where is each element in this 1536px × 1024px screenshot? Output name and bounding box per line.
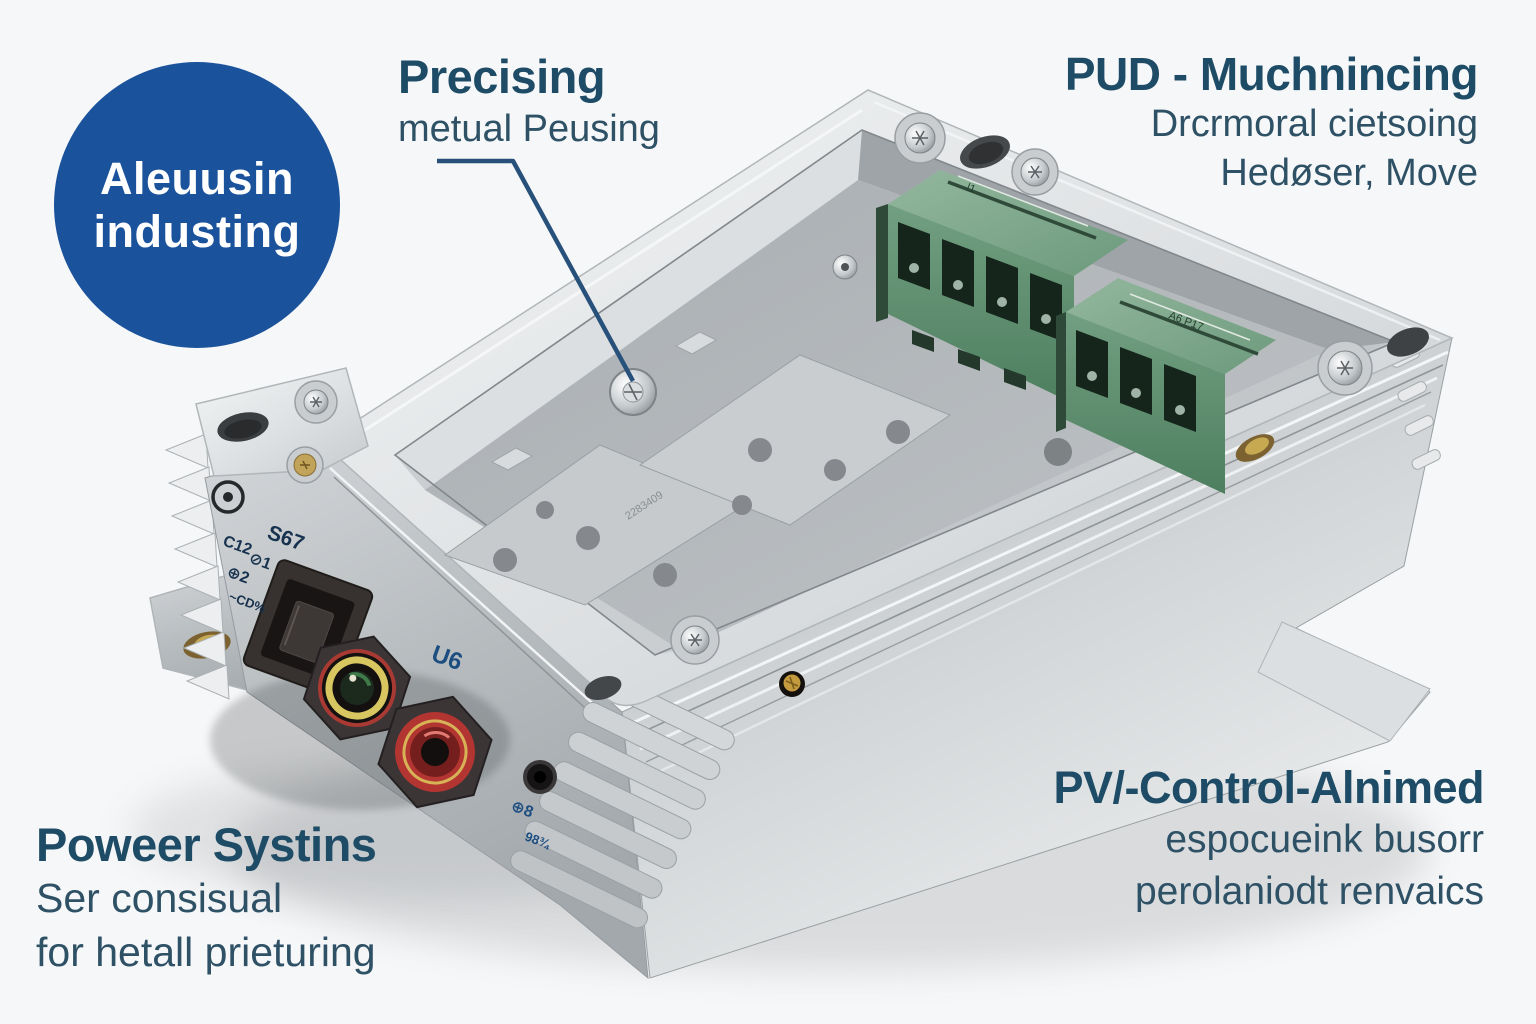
brass-screw <box>286 446 324 484</box>
floor-clip <box>490 447 534 471</box>
ridge-band <box>629 350 1449 777</box>
callout-precision: Precising metual Peusing <box>398 52 660 152</box>
callout-control-title: PV/-Control-Alnimed <box>1053 762 1485 813</box>
svg-text:⊕2: ⊕2 <box>225 564 252 588</box>
torx-screw <box>1317 340 1373 396</box>
bottom-heatsink-fins <box>510 672 735 929</box>
rim-ear <box>195 367 369 477</box>
logo-ring-mark <box>211 480 245 514</box>
callout-power: Poweer Systins Ser consisual for hetall … <box>36 818 377 977</box>
callout-power-title: Poweer Systins <box>36 818 377 871</box>
callout-machining-title: PUD - Muchnincing <box>1064 48 1479 100</box>
badge-line2: industing <box>93 206 301 257</box>
right-mounting-flange <box>1257 621 1431 742</box>
terminal-block-1: l1 <box>876 170 1128 404</box>
precision-screw <box>609 368 657 416</box>
callout-power-line1: Ser consisual <box>36 875 283 922</box>
svg-text:⊘1: ⊘1 <box>247 550 274 574</box>
terminal-marking: l1 <box>965 182 977 196</box>
small-port <box>523 760 557 794</box>
terminal-sockets <box>1076 330 1196 432</box>
torx-screw <box>894 112 946 164</box>
callout-precision-subtitle: metual Peusing <box>398 108 660 151</box>
terminal-block-2: A6 P17 <box>1056 278 1276 494</box>
banana-jack-red <box>377 695 493 809</box>
fasteners <box>286 112 1429 700</box>
floor-clip <box>674 331 718 355</box>
callout-control-line2: perolaniodt renvaics <box>1134 869 1484 913</box>
badge-line1: Aleuusin <box>99 152 295 204</box>
svg-text:⊕8: ⊕8 <box>509 798 536 822</box>
callout-machining-line1: Drcrmoral cietsoing <box>1150 103 1478 146</box>
callout-control-line1: espocueink busorr <box>1165 818 1484 862</box>
floor-hole <box>1044 438 1072 466</box>
countersunk-hole <box>1387 327 1429 357</box>
callout-machining: PUD - Muchnincing Drcrmoral cietsoing He… <box>1064 48 1479 195</box>
torx-screw <box>670 615 720 665</box>
left-heatsink-fins <box>164 433 230 700</box>
front-right-face <box>621 337 1453 979</box>
gold-screw <box>779 671 805 697</box>
banana-jack-yellow <box>302 635 412 741</box>
torx-screw <box>294 380 338 424</box>
countersunk-hole <box>584 676 622 700</box>
callout-control: PV/-Control-Alnimed espocueink busorr pe… <box>1053 762 1485 915</box>
callout-precision-title: Precising <box>398 50 606 103</box>
brand-badge: Aleuusin industing <box>54 62 340 348</box>
leader-line <box>437 158 635 383</box>
callout-power-line2: for hetall prieturing <box>36 929 376 976</box>
terminal-vents <box>912 330 1026 390</box>
panel-connectors <box>210 559 557 810</box>
torx-screw <box>1011 148 1059 196</box>
plate-holes <box>493 420 910 587</box>
terminal-sockets <box>898 222 1062 341</box>
callout-machining-line2: Hedøser, Move <box>1220 151 1478 194</box>
